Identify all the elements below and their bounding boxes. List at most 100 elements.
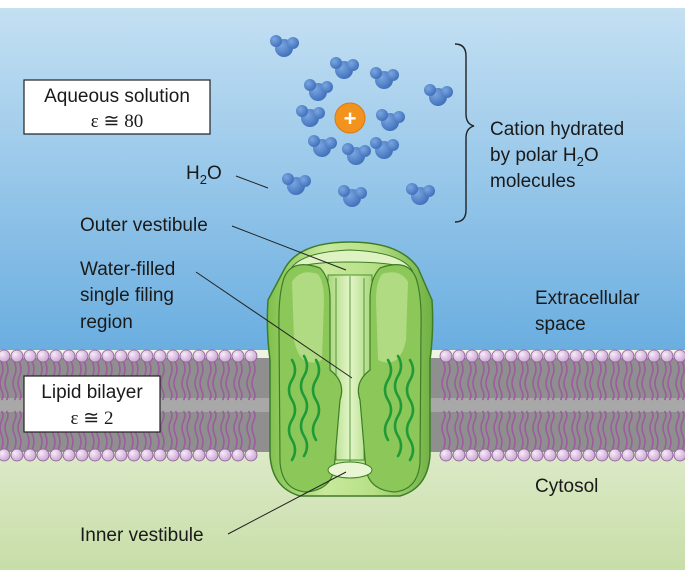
lipid-head bbox=[114, 349, 128, 363]
lipid-head bbox=[608, 448, 622, 462]
lipid-head bbox=[179, 448, 193, 462]
extracellular-label: Extracellular space bbox=[535, 288, 640, 335]
svg-text:region: region bbox=[80, 312, 133, 333]
lipid-tail bbox=[610, 361, 615, 401]
bilayer-epsilon: ε ≅ 2 bbox=[71, 408, 114, 429]
lipid-tail bbox=[17, 361, 22, 401]
lipid-tail bbox=[173, 410, 178, 450]
lipid-tail bbox=[168, 410, 173, 450]
lipid-head bbox=[88, 349, 102, 363]
lipid-tail bbox=[485, 410, 490, 450]
lipid-tail bbox=[472, 410, 477, 450]
lipid-tail bbox=[597, 410, 602, 450]
lipid-head bbox=[569, 349, 583, 363]
lipid-tail bbox=[251, 410, 256, 450]
lipid-tail bbox=[220, 410, 225, 450]
lipid-tail bbox=[545, 410, 550, 450]
lipid-bilayer-box: Lipid bilayer ε ≅ 2 bbox=[23, 375, 161, 433]
lipid-tail bbox=[576, 410, 581, 450]
lipid-tail bbox=[662, 361, 667, 401]
lipid-head bbox=[36, 448, 50, 462]
lipid-head bbox=[621, 448, 635, 462]
lipid-head bbox=[478, 448, 492, 462]
aqueous-solution-box: Aqueous solution ε ≅ 80 bbox=[23, 79, 211, 135]
lipid-head bbox=[153, 448, 167, 462]
lipid-head bbox=[49, 349, 63, 363]
lipid-tail bbox=[233, 410, 238, 450]
lipid-head bbox=[10, 448, 24, 462]
lipid-tail bbox=[610, 410, 615, 450]
water-filled-region-label: Water-filled single filing region bbox=[80, 259, 353, 379]
lipid-tail bbox=[238, 410, 243, 450]
lipid-tail bbox=[584, 361, 589, 401]
lipid-head bbox=[166, 349, 180, 363]
lipid-head bbox=[582, 448, 596, 462]
lipid-head bbox=[491, 448, 505, 462]
lipid-tail bbox=[550, 410, 555, 450]
lipid-head bbox=[101, 349, 115, 363]
lipid-head bbox=[647, 349, 661, 363]
lipid-head bbox=[504, 349, 518, 363]
lipid-tail bbox=[186, 410, 191, 450]
lipid-tail bbox=[441, 410, 446, 450]
lipid-head bbox=[205, 349, 219, 363]
hydration-brace bbox=[454, 43, 475, 223]
svg-text:H2O: H2O bbox=[186, 163, 222, 187]
lipid-tail bbox=[225, 361, 230, 401]
lipid-tail bbox=[537, 361, 542, 401]
lipid-head bbox=[595, 349, 609, 363]
lipid-head bbox=[114, 448, 128, 462]
lipid-tail bbox=[194, 410, 199, 450]
lipid-head bbox=[660, 448, 674, 462]
lipid-tail bbox=[246, 361, 251, 401]
lipid-tail bbox=[459, 361, 464, 401]
lipid-head bbox=[491, 349, 505, 363]
lipid-tail bbox=[662, 410, 667, 450]
lipid-tail bbox=[563, 361, 568, 401]
lipid-head bbox=[673, 349, 685, 363]
lipid-head bbox=[10, 349, 24, 363]
lipid-tail bbox=[238, 361, 243, 401]
lipid-tail bbox=[537, 410, 542, 450]
lipid-head bbox=[569, 448, 583, 462]
lipid-head bbox=[23, 448, 37, 462]
lipid-tail bbox=[654, 410, 659, 450]
lipid-tail bbox=[532, 410, 537, 450]
lipid-tail bbox=[649, 410, 654, 450]
lipid-tail bbox=[233, 361, 238, 401]
lipid-tail bbox=[545, 361, 550, 401]
lipid-tail bbox=[12, 361, 17, 401]
lipid-tail bbox=[589, 410, 594, 450]
lipid-head bbox=[465, 448, 479, 462]
lipid-head bbox=[582, 349, 596, 363]
lipid-tail bbox=[459, 410, 464, 450]
lipid-head bbox=[205, 448, 219, 462]
lipid-tail bbox=[558, 361, 563, 401]
lipid-head bbox=[673, 448, 685, 462]
lipid-head bbox=[660, 349, 674, 363]
lipid-head bbox=[36, 349, 50, 363]
lipid-head bbox=[543, 448, 557, 462]
lipid-tail bbox=[667, 410, 672, 450]
lipid-tail bbox=[675, 410, 680, 450]
lipid-tail bbox=[641, 361, 646, 401]
lipid-tail bbox=[519, 410, 524, 450]
lipid-tail bbox=[563, 410, 568, 450]
lipid-head bbox=[621, 349, 635, 363]
svg-text:Cation hydrated: Cation hydrated bbox=[490, 119, 624, 140]
lipid-head bbox=[530, 349, 544, 363]
lipid-head bbox=[244, 448, 258, 462]
svg-text:Inner vestibule: Inner vestibule bbox=[80, 525, 204, 546]
lipid-head bbox=[556, 349, 570, 363]
svg-text:Outer vestibule: Outer vestibule bbox=[80, 215, 208, 236]
lipid-tail bbox=[181, 410, 186, 450]
lipid-tail bbox=[498, 410, 503, 450]
lipid-tail bbox=[160, 410, 165, 450]
lipid-tail bbox=[680, 361, 685, 401]
lipid-head bbox=[608, 349, 622, 363]
lipid-head bbox=[530, 448, 544, 462]
lipid-tail bbox=[0, 410, 4, 450]
lipid-tail bbox=[636, 361, 641, 401]
lipid-head bbox=[127, 448, 141, 462]
